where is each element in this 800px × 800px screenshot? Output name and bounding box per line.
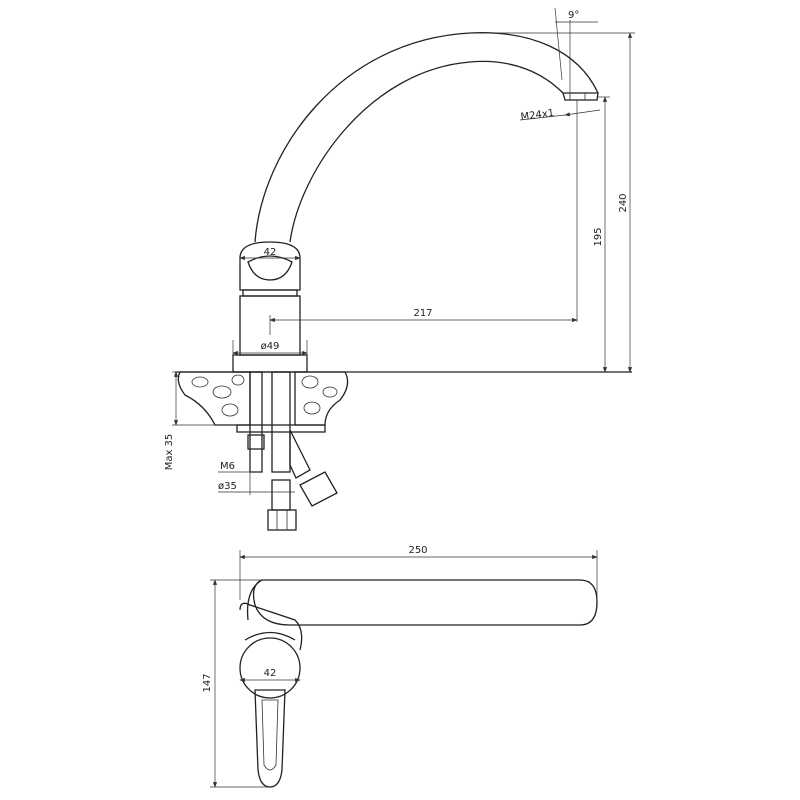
body-width-label: 42 [264, 247, 277, 258]
thread-label: M24x1 [520, 108, 555, 123]
top-view-spout [246, 579, 598, 626]
spout-height-label: 195 [593, 227, 604, 246]
dimension-labels: 9° M24x1 240 195 42 217 ø49 Max 35 M6 ø3… [164, 10, 629, 492]
dimension-lines [172, 7, 635, 495]
top-body-width-label: 42 [264, 668, 277, 679]
width-label: 147 [202, 673, 213, 692]
faucet-body [232, 241, 308, 373]
angle-label: 9° [568, 10, 579, 21]
stud-thread-label: M6 [220, 461, 235, 472]
countertop-stone [177, 371, 349, 426]
top-view-lever [254, 689, 286, 788]
base-diameter-label: ø49 [261, 341, 280, 352]
top-view-dimension-lines [210, 550, 598, 788]
total-height-label: 240 [618, 193, 629, 212]
top-view-labels: 250 147 42 [202, 545, 428, 693]
threaded-stud [247, 371, 265, 473]
max-thickness-label: Max 35 [164, 434, 175, 471]
mounting-plate [236, 424, 326, 433]
top-view-body [239, 602, 303, 699]
spout [254, 32, 599, 243]
reach-label: 217 [413, 308, 432, 319]
hole-diameter-label: ø35 [218, 481, 237, 492]
supply-hoses [267, 371, 338, 531]
length-label: 250 [408, 545, 427, 556]
